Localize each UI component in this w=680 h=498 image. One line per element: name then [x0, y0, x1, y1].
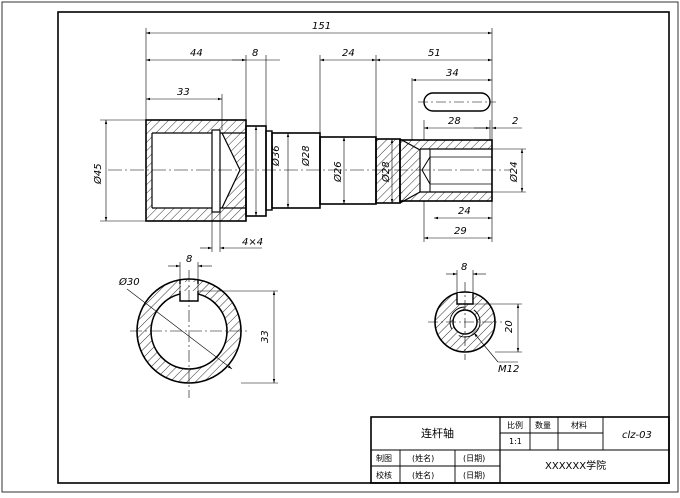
dim-51: 51 [428, 48, 441, 59]
dim-groove: 4×4 [242, 237, 263, 248]
checked-by-name: (姓名) [412, 470, 434, 480]
title-block [370, 416, 670, 484]
dim-24-bottom: 24 [458, 206, 471, 217]
dim-dia28-right: Ø28 [380, 161, 392, 183]
dim-section-right-key: 8 [461, 262, 467, 273]
dim-dia28-left: Ø28 [300, 145, 312, 167]
section-view-left [126, 262, 278, 398]
school-name: XXXXXX学院 [545, 459, 606, 472]
dim-29: 29 [454, 226, 467, 237]
section-view-right [428, 270, 522, 363]
dim-section-left-depth: 33 [260, 330, 271, 343]
dim-dia24: Ø24 [508, 161, 520, 183]
dim-28-slot: 28 [448, 116, 461, 127]
inner-frame [57, 11, 670, 484]
dim-section-left-dia: Ø30 [118, 276, 140, 288]
drawn-by-name: (姓名) [412, 453, 434, 463]
dim-44: 44 [190, 48, 203, 59]
dim-2: 2 [512, 116, 518, 127]
dim-8-top: 8 [252, 48, 258, 59]
dim-section-left-key: 8 [186, 254, 192, 265]
main-dimensions [100, 28, 526, 252]
checked-date: (日期) [463, 471, 485, 480]
drawn-date: (日期) [463, 454, 485, 463]
material-label: 材料 [571, 420, 587, 430]
dim-section-right-depth: 20 [504, 320, 515, 333]
dim-24-top: 24 [342, 48, 355, 59]
drawn-by-label: 制图 [376, 453, 392, 463]
dim-33: 33 [177, 87, 190, 98]
scale-label: 比例 [507, 420, 523, 430]
part-name: 连杆轴 [421, 426, 454, 440]
dim-dia36: Ø36 [270, 145, 282, 167]
dim-34: 34 [446, 68, 459, 79]
dim-dia26: Ø26 [332, 161, 344, 183]
scale-value: 1:1 [509, 437, 522, 446]
main-view [108, 92, 510, 222]
dim-thread: M12 [498, 364, 519, 375]
quantity-label: 数量 [535, 420, 551, 430]
dim-overall-length: 151 [312, 21, 331, 32]
drawing-code: clz-03 [622, 430, 652, 441]
dim-dia45: Ø45 [92, 163, 104, 185]
checked-by-label: 校核 [376, 470, 392, 480]
